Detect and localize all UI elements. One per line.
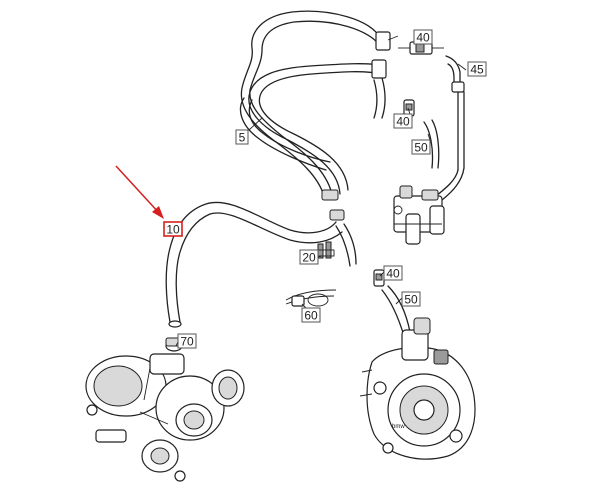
callout-40-mid: 40 xyxy=(393,113,413,129)
callout-5: 5 xyxy=(235,129,249,145)
callout-45: 45 xyxy=(467,61,487,77)
connector-40-upper[interactable] xyxy=(398,41,444,55)
clip-20[interactable] xyxy=(315,241,335,259)
connector-40-lower[interactable] xyxy=(373,269,385,287)
cable-tie-60[interactable] xyxy=(285,289,337,307)
callout-20: 20 xyxy=(299,249,319,265)
callout-5-label: 5 xyxy=(239,131,246,145)
elbow-45[interactable] xyxy=(435,55,465,201)
hose-assembly-5[interactable] xyxy=(239,10,391,221)
callout-50-upper-label: 50 xyxy=(414,141,428,155)
vacuum-pump[interactable]: bmw xyxy=(359,317,476,460)
highlight-arrow xyxy=(115,165,164,219)
callout-40-mid-label: 40 xyxy=(396,115,410,129)
callout-20-label: 20 xyxy=(302,251,316,265)
callout-40-top-label: 40 xyxy=(416,31,430,45)
callout-40-lower-label: 40 xyxy=(386,267,400,281)
callout-50-lower-label: 50 xyxy=(404,293,418,307)
tube-segment xyxy=(335,223,357,267)
callout-60-label: 60 xyxy=(304,309,318,323)
callout-10: 10 xyxy=(163,221,183,237)
leader-lines xyxy=(175,35,467,347)
svg-text:bmw: bmw xyxy=(392,424,405,430)
callout-40-top: 40 xyxy=(413,29,433,45)
connector-40-mid[interactable] xyxy=(403,99,415,117)
vacuum-valve-unit[interactable] xyxy=(393,185,445,245)
hose-10[interactable] xyxy=(165,201,343,328)
callout-70: 70 xyxy=(177,333,197,349)
callout-10-label: 10 xyxy=(166,223,180,237)
callout-40-lower: 40 xyxy=(383,265,403,281)
callout-60: 60 xyxy=(301,307,321,323)
callout-45-label: 45 xyxy=(470,63,484,77)
callout-50-lower: 50 xyxy=(401,291,421,307)
callout-50-upper: 50 xyxy=(411,139,431,155)
hose-50-upper[interactable] xyxy=(423,119,440,169)
turbocharger[interactable] xyxy=(85,353,245,482)
callout-70-label: 70 xyxy=(180,335,194,349)
